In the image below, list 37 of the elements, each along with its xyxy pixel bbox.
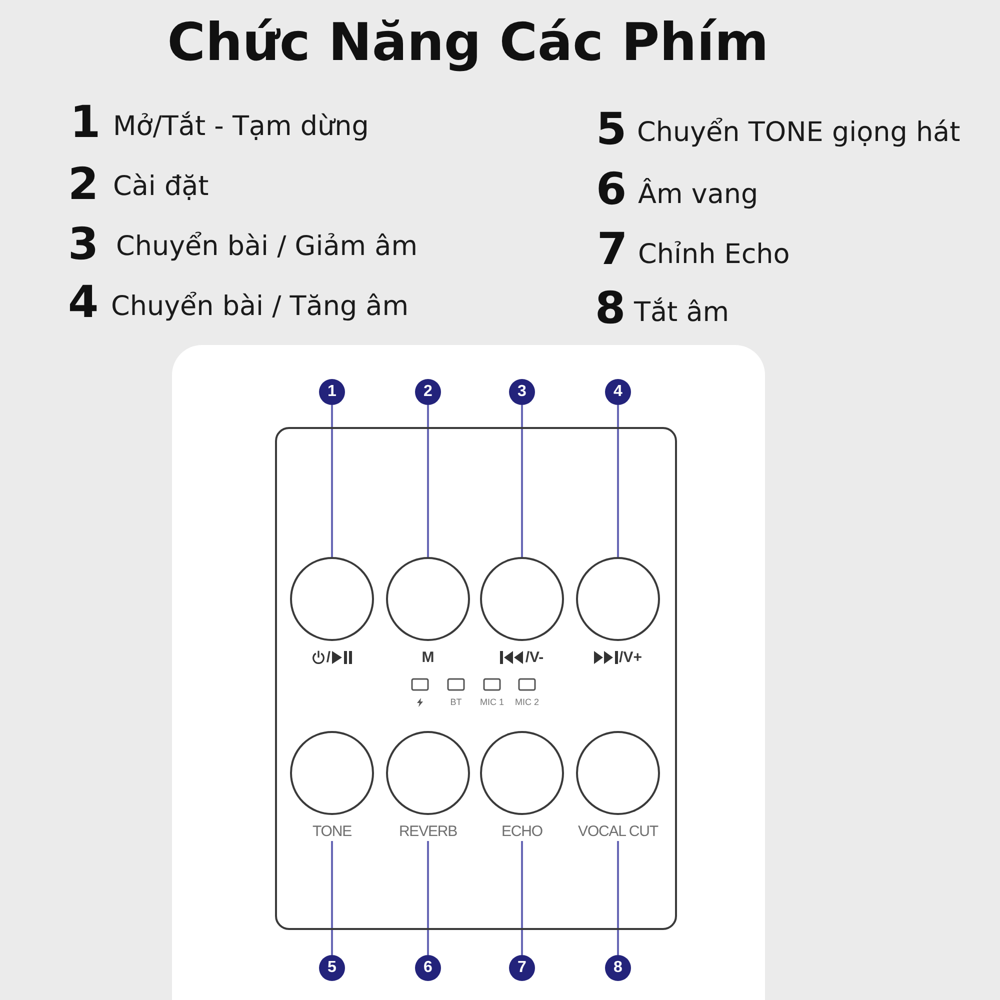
item-number: 6 (596, 164, 627, 215)
indicator-label: MIC 2 (515, 696, 539, 707)
function-description: Chuyển TONE giọng hát (637, 116, 960, 148)
knob-label: TONE (312, 824, 352, 838)
device-panel (275, 427, 677, 930)
function-description: Mở/Tắt - Tạm dừng (113, 110, 369, 142)
leader-line (521, 405, 523, 557)
function-description: Chuyển bài / Giảm âm (116, 230, 418, 262)
item-number: 7 (597, 224, 628, 275)
knob-label: /V+ (619, 650, 642, 664)
item-number: 8 (595, 282, 626, 334)
knob-label: ECHO (502, 824, 542, 838)
indicator-label: BT (450, 696, 462, 707)
leader-line (521, 841, 523, 955)
leader-line (617, 841, 619, 955)
knob-label: VOCAL CUT (578, 824, 658, 838)
knob-label: REVERB (398, 824, 458, 838)
knob-label: M (422, 650, 434, 664)
function-description: Âm vang (638, 178, 758, 210)
leader-line (331, 841, 333, 955)
leader-line (427, 841, 429, 955)
item-number: 5 (596, 104, 627, 155)
indicator-label: MIC 1 (480, 696, 504, 707)
item-number: 2 (68, 158, 99, 210)
leader-line (617, 405, 619, 557)
knob-label: /V- (525, 650, 544, 664)
knob-label: / (326, 650, 331, 664)
function-description: Cài đặt (113, 170, 209, 202)
function-description: Tắt âm (634, 296, 730, 328)
leader-line (331, 405, 333, 557)
title: Chức Năng Các Phím (167, 12, 769, 74)
item-number: 4 (68, 276, 99, 328)
item-number: 1 (70, 96, 101, 148)
function-description: Chuyển bài / Tăng âm (111, 290, 409, 322)
item-number: 3 (68, 218, 99, 270)
function-description: Chỉnh Echo (638, 238, 790, 270)
leader-line (427, 405, 429, 557)
